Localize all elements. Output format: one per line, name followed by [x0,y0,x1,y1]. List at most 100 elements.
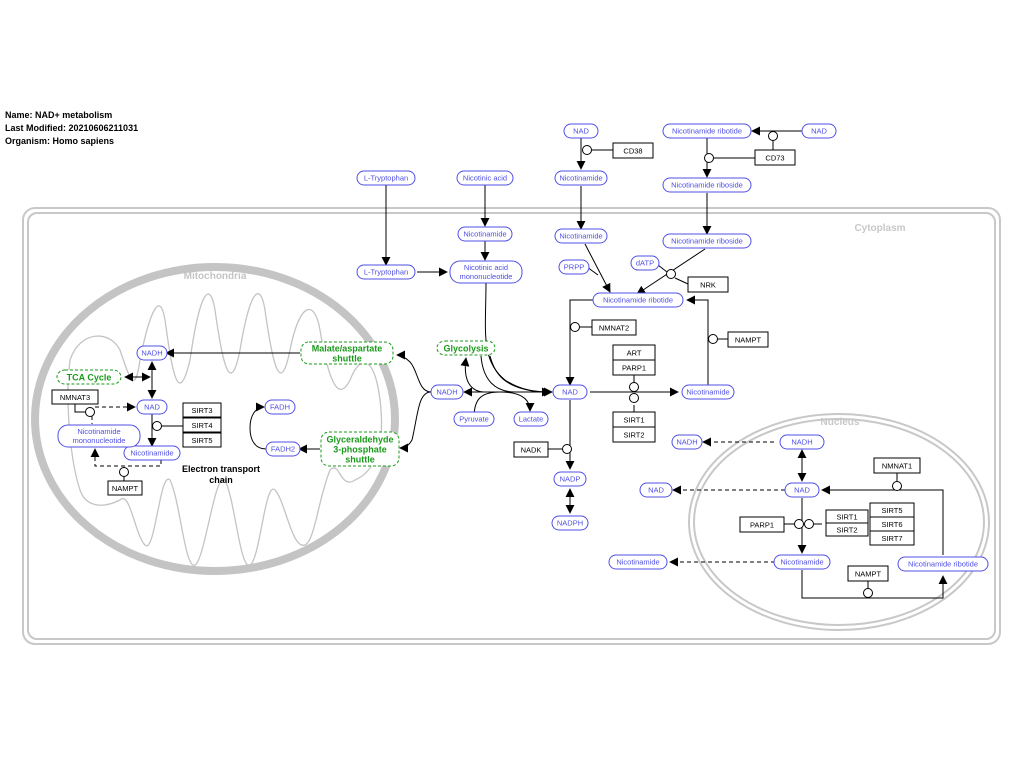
gene-label: SIRT1 [836,513,857,522]
metabolite-label: NAD [794,486,810,495]
pathways: Glycolysis Malate/aspartateshuttleGlycera… [56,340,496,467]
metabolite-fadh2[interactable]: FADH2 [265,441,301,457]
metabolite-nadh-mito[interactable]: NADH [136,345,168,361]
gene-nampt-cyto[interactable]: NAMPT [727,331,769,348]
metabolite-nadp[interactable]: NADP [553,471,587,487]
gene-label: CD73 [765,154,784,163]
metabolite-label: dATP [636,259,654,268]
metabolite-datp[interactable]: dATP [630,255,660,271]
metabolite-nr-top[interactable]: Nicotinamide riboside [662,177,752,193]
gene-label: ART [627,349,642,358]
gene-sirt5-nuc[interactable]: SIRT5 [869,502,915,518]
metabolite-nam-nuc[interactable]: Nicotinamide [773,554,831,570]
metabolite-label: Nicotinamide riboside [671,237,743,246]
pathway-tca[interactable]: TCA Cycle [56,369,122,385]
gene-label: CD38 [623,147,642,156]
gene-label: NAMPT [112,484,139,493]
metabolite-nam-cyto3[interactable]: Nicotinamide [681,384,735,400]
gene-label: SIRT5 [881,506,902,515]
metabolite-label: Pyruvate [459,415,489,424]
mitochondria-compartment: Mitochondria Electron transport chain [31,263,399,575]
metabolite-label: Nicotinamide ribotide [603,296,673,305]
metabolite-na-out[interactable]: Nicotinic acid [456,170,514,186]
metabolite-label: Nicotinic acid [464,263,508,272]
gene-label: SIRT1 [623,416,644,425]
metabolite-label: Nicotinamide ribotide [672,127,742,136]
metabolite-trp-out[interactable]: L-Tryptophan [356,170,416,186]
mitochondria-label: Mitochondria [184,271,247,282]
metabolite-nmn-top[interactable]: Nicotinamide ribotide [662,123,752,139]
gene-nampt-nuc[interactable]: NAMPT [847,565,889,582]
catalysis-markers [85,131,902,598]
gene-label: SIRT2 [836,526,857,535]
metabolite-nad-cyto[interactable]: NAD [552,384,588,400]
metabolite-nr-cyto[interactable]: Nicotinamide riboside [662,233,752,249]
metabolite-nadh-nuc[interactable]: NADH [779,434,825,450]
metabolite-label: NAD [562,388,578,397]
gene-sirt7[interactable]: SIRT7 [869,530,915,546]
gene-sirt4[interactable]: SIRT4 [182,417,222,433]
etc-label-line2: chain [209,475,233,485]
metabolite-label: Nicotinamide [780,558,823,567]
gene-label: NAMPT [735,336,762,345]
gene-sirt1-cyto[interactable]: SIRT1 [612,411,656,428]
gene-cd73[interactable]: CD73 [754,149,796,166]
gene-parp1-nuc[interactable]: PARP1 [739,516,785,533]
metabolite-nad-nuc[interactable]: NAD [784,482,820,498]
metabolite-nadh-out-nuc[interactable]: NADH [671,434,703,450]
metabolite-trp-in[interactable]: L-Tryptophan [356,264,416,280]
gene-nrk[interactable]: NRK [687,276,729,293]
metabolite-nad-mito[interactable]: NAD [136,399,168,415]
metabolite-pyruvate[interactable]: Pyruvate [453,411,495,427]
metabolite-fadh[interactable]: FADH [264,399,296,415]
metabolite-lactate[interactable]: Lactate [513,411,549,427]
gene-sirt3[interactable]: SIRT3 [182,402,222,418]
gene-nadk[interactable]: NADK [513,441,549,458]
metabolite-nmn-nuc[interactable]: Nicotinamide ribotide [897,556,989,572]
gene-sirt1-nuc[interactable]: SIRT1 [825,509,869,524]
metabolite-label: NADP [560,475,581,484]
metabolite-nadh-cyto[interactable]: NADH [430,384,464,400]
nucleus-label: Nucleus [821,417,860,428]
gene-art[interactable]: ART [612,344,656,361]
metabolite-nad-top[interactable]: NAD [563,123,599,139]
metabolite-label: Nicotinamide [559,174,602,183]
gene-cd38[interactable]: CD38 [612,142,654,159]
metabolite-nam-cyto2[interactable]: Nicotinamide [554,228,608,244]
gene-parp1-cyto[interactable]: PARP1 [612,359,656,376]
metabolite-nam-mito[interactable]: Nicotinamide [123,445,181,461]
metabolite-nadph[interactable]: NADPH [551,515,589,531]
pathway-label: 3-phosphate [333,445,387,455]
pathway-glycolysis[interactable]: Glycolysis [436,340,496,356]
metabolite-nmn-cyto[interactable]: Nicotinamide ribotide [592,292,684,308]
gene-label: SIRT3 [191,406,212,415]
metabolite-nam-cyto1[interactable]: Nicotinamide [457,226,513,242]
gene-nmnat1[interactable]: NMNAT1 [873,457,921,474]
gene-nampt-mito[interactable]: NAMPT [107,480,143,496]
pathway-label: shuttle [332,354,362,364]
gene-nmnat2[interactable]: NMNAT2 [591,319,637,336]
metabolite-label: Nicotinamide ribotide [908,560,978,569]
last-modified: Last Modified: 20210606211031 [5,123,139,133]
metabolite-label: NADH [676,438,697,447]
metabolite-nad-top-right[interactable]: NAD [801,123,837,139]
metabolite-prpp[interactable]: PRPP [558,259,590,275]
gene-sirt2-cyto[interactable]: SIRT2 [612,426,656,443]
gene-sirt6[interactable]: SIRT6 [869,516,915,532]
metabolite-nicotinamide-top[interactable]: Nicotinamide [554,170,608,186]
gene-nmnat3[interactable]: NMNAT3 [51,389,99,405]
metabolite-nad-out-nuc[interactable]: NAD [639,482,673,498]
gene-sirt2-nuc[interactable]: SIRT2 [825,522,869,537]
metabolite-nam-out-nuc[interactable]: Nicotinamide [608,554,668,570]
gene-sirt5-mito[interactable]: SIRT5 [182,432,222,448]
cytoplasm-compartment: Cytoplasm [22,207,1001,645]
gene-label: NADK [521,446,542,455]
gene-label: NAMPT [855,570,882,579]
metabolite-label: NAD [144,403,160,412]
nucleus-compartment: Nucleus [688,413,990,631]
